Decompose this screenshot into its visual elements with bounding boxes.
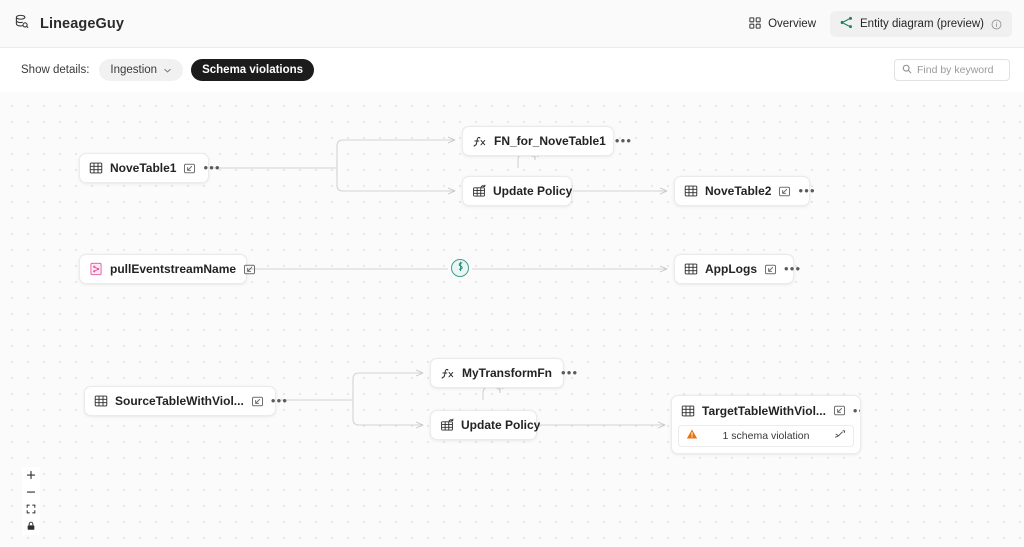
stream-flow-badge[interactable] xyxy=(451,259,469,277)
chevron-down-icon xyxy=(163,66,172,75)
table-icon xyxy=(684,262,698,276)
node-update-policy-2[interactable]: Update Policy xyxy=(430,410,541,440)
search-input[interactable] xyxy=(917,64,1002,76)
node-label: pullEventstreamName xyxy=(110,262,237,276)
nav-overview-label: Overview xyxy=(768,18,817,30)
lock-icon xyxy=(26,518,36,536)
schema-violation-badge[interactable]: 1 schema violation xyxy=(678,425,854,447)
update-policy-icon xyxy=(440,418,454,432)
search-box[interactable] xyxy=(894,59,1010,81)
lineage-canvas[interactable]: NoveTable1 ••• FN_for_NoveTable1 ••• xyxy=(0,92,1024,547)
node-label: Update Policy xyxy=(493,184,573,198)
more-menu-icon[interactable]: ••• xyxy=(561,365,579,380)
function-icon xyxy=(440,366,455,381)
node-mytransformfn[interactable]: MyTransformFn ••• xyxy=(430,358,577,388)
search-icon xyxy=(902,61,912,79)
expand-icon[interactable] xyxy=(833,404,846,417)
schema-violations-toggle[interactable]: Schema violations xyxy=(191,59,315,81)
more-menu-icon[interactable]: ••• xyxy=(270,393,289,408)
expand-icon[interactable] xyxy=(243,263,256,276)
node-label: MyTransformFn xyxy=(462,366,553,380)
node-targettablewithviolations[interactable]: TargetTableWithViol... ••• 1 schema viol… xyxy=(671,395,861,454)
entity-diagram-icon xyxy=(840,16,853,32)
node-fn-for-novetable1[interactable]: FN_for_NoveTable1 ••• xyxy=(462,126,631,156)
fit-screen-icon xyxy=(26,501,36,519)
expand-icon[interactable] xyxy=(764,263,777,276)
function-icon xyxy=(472,134,487,149)
table-icon xyxy=(681,404,695,418)
filter-toolbar: Show details: Ingestion Schema violation… xyxy=(0,48,1024,92)
nav-entity-diagram[interactable]: Entity diagram (preview) xyxy=(830,11,1012,37)
violation-count-label: 1 schema violation xyxy=(722,430,810,442)
node-pulleventstreamname[interactable]: pullEventstreamName xyxy=(79,254,256,284)
node-applogs[interactable]: AppLogs ••• xyxy=(674,254,800,284)
zoom-controls xyxy=(22,467,40,535)
node-novetable1[interactable]: NoveTable1 ••• xyxy=(79,153,220,183)
node-label: AppLogs xyxy=(705,262,757,276)
node-header[interactable]: TargetTableWithViol... ••• xyxy=(672,396,860,425)
info-icon[interactable] xyxy=(991,19,1002,30)
node-novetable2[interactable]: NoveTable2 ••• xyxy=(674,176,815,206)
database-icon xyxy=(13,13,30,35)
app-title: LineageGuy xyxy=(40,15,124,32)
schema-violations-label: Schema violations xyxy=(202,64,304,76)
warning-triangle-icon xyxy=(686,427,698,445)
update-policy-icon xyxy=(472,184,486,198)
more-menu-icon[interactable]: ••• xyxy=(203,160,221,175)
top-nav: Overview Entity diagram (preview) xyxy=(739,0,1012,48)
ingestion-dropdown[interactable]: Ingestion xyxy=(99,59,184,81)
more-menu-icon[interactable]: ••• xyxy=(798,183,816,198)
more-menu-icon[interactable]: ••• xyxy=(852,402,860,418)
zoom-in-button[interactable] xyxy=(22,467,40,484)
more-menu-icon[interactable]: ••• xyxy=(784,261,802,276)
app-brand: LineageGuy xyxy=(0,13,124,35)
show-details-label: Show details: xyxy=(21,64,90,76)
zoom-out-button[interactable] xyxy=(22,484,40,501)
nav-overview[interactable]: Overview xyxy=(739,11,826,37)
node-update-policy-1[interactable]: Update Policy xyxy=(462,176,572,206)
lock-button[interactable] xyxy=(22,518,40,535)
stream-flow-icon xyxy=(455,259,466,277)
node-label: Update Policy xyxy=(461,418,541,432)
node-label: SourceTableWithViol... xyxy=(115,394,244,408)
edge-layer xyxy=(210,92,1024,547)
expand-icon[interactable] xyxy=(183,162,196,175)
branch-link-icon[interactable] xyxy=(834,427,846,445)
expand-icon[interactable] xyxy=(778,185,791,198)
node-label: FN_for_NoveTable1 xyxy=(494,134,606,148)
ingestion-label: Ingestion xyxy=(110,64,158,76)
node-sourcetablewithviolations[interactable]: SourceTableWithViol... ••• xyxy=(84,386,287,416)
table-icon xyxy=(94,394,108,408)
expand-icon[interactable] xyxy=(251,395,264,408)
top-bar: LineageGuy Overview xyxy=(0,0,1024,48)
table-icon xyxy=(684,184,698,198)
node-label: TargetTableWithViol... xyxy=(702,403,826,418)
minus-icon xyxy=(26,484,36,502)
node-label: NoveTable2 xyxy=(705,184,772,198)
more-menu-icon[interactable]: ••• xyxy=(614,133,633,148)
grid-overview-icon xyxy=(749,16,761,32)
table-icon xyxy=(89,161,103,175)
fit-view-button[interactable] xyxy=(22,501,40,518)
nav-entity-diagram-label: Entity diagram (preview) xyxy=(860,18,984,30)
plus-icon xyxy=(26,467,36,485)
node-label: NoveTable1 xyxy=(110,161,177,175)
eventstream-icon xyxy=(89,262,103,276)
